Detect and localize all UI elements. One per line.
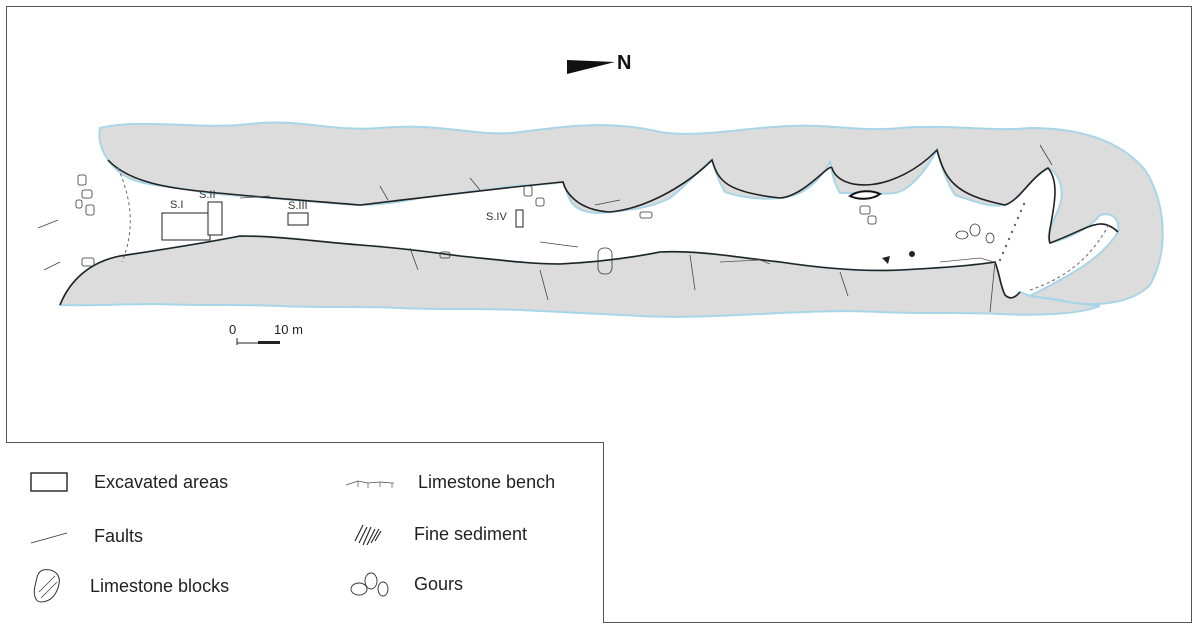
- legend-label-bench: Limestone bench: [418, 471, 556, 492]
- scale-distance: 10 m: [274, 322, 303, 337]
- legend-item-sediment: Fine sediment: [344, 517, 527, 551]
- legend-item-faults: Faults: [24, 519, 143, 553]
- limestone-blocks: [75, 174, 877, 275]
- faults: [37, 144, 1053, 313]
- upper-wall-outline: [107, 148, 1119, 245]
- legend-label-excavated: Excavated areas: [94, 471, 229, 492]
- block-icon: [24, 569, 74, 603]
- legend-item-blocks: Limestone blocks: [24, 569, 229, 603]
- sediment-icon: [344, 517, 394, 551]
- legend: Excavated areas Faults Limestone blocks …: [6, 442, 604, 623]
- rectangle-icon: [24, 465, 74, 499]
- legend-item-bench: Limestone bench: [344, 465, 555, 499]
- legend-item-gours: Gours: [344, 567, 463, 601]
- sector-label-s2: S.II: [199, 189, 216, 201]
- scale-bar: 0 10 m: [229, 322, 303, 345]
- inner-chamber-dashed: [1029, 221, 1111, 291]
- gours: [955, 223, 995, 244]
- fault-line-icon: [24, 519, 74, 553]
- dark-feature: [848, 190, 882, 200]
- legend-label-sediment: Fine sediment: [414, 523, 528, 544]
- sector-label-s1: S.I: [170, 199, 183, 211]
- excavation-s3: [287, 212, 309, 226]
- scale-zero: 0: [229, 322, 236, 337]
- north-label: N: [617, 52, 631, 74]
- fine-sediment: [882, 251, 915, 264]
- excavation-s2: [207, 201, 223, 236]
- sector-label-s3: S.III: [288, 200, 308, 212]
- legend-label-faults: Faults: [94, 525, 144, 546]
- legend-label-blocks: Limestone blocks: [90, 575, 230, 596]
- excavation-s1: [161, 212, 211, 241]
- dotted-boundary: [998, 202, 1026, 262]
- legend-label-gours: Gours: [414, 573, 464, 594]
- excavated-areas: [161, 201, 524, 241]
- lower-rock-mass: [58, 234, 1101, 318]
- excavation-s4: [515, 209, 524, 228]
- limestone-bench: [239, 195, 995, 265]
- north-arrow-icon: [567, 60, 615, 74]
- entrance-dashed-arc: [117, 167, 131, 263]
- bench-icon: [344, 465, 394, 499]
- sector-label-s4: S.IV: [486, 211, 507, 223]
- legend-item-excavated: Excavated areas: [24, 465, 228, 499]
- gours-icon: [344, 567, 394, 601]
- lower-wall-outline: [59, 235, 1021, 306]
